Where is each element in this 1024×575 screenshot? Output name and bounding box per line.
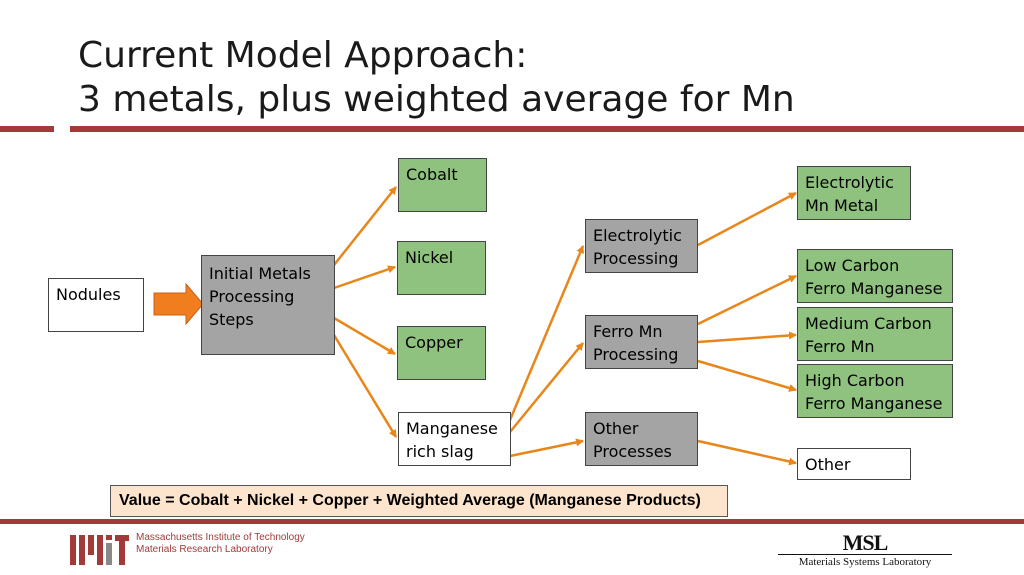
title-rule-right bbox=[70, 126, 1024, 132]
arrow-to-nickel bbox=[333, 265, 396, 290]
arrow-to-ferro-mn-processing bbox=[509, 342, 584, 433]
other-processes-box: Other Processes bbox=[585, 412, 698, 466]
high-carbon-box: High Carbon Ferro Manganese bbox=[797, 364, 953, 418]
electrolytic-processing-box: Electrolytic Processing bbox=[585, 219, 698, 273]
arrow-to-copper bbox=[333, 316, 396, 356]
mit-name: Massachusetts Institute of Technology bbox=[136, 532, 305, 543]
low-carbon-box: Low Carbon Ferro Manganese bbox=[797, 249, 953, 303]
title-rule-left bbox=[0, 126, 54, 132]
mrl-name: Materials Research Laboratory bbox=[136, 544, 273, 555]
arrow-to-mn-slag bbox=[332, 334, 398, 438]
nickel-box: Nickel bbox=[397, 241, 486, 295]
msl-divider bbox=[778, 554, 952, 555]
medium-carbon-box: Medium Carbon Ferro Mn bbox=[797, 307, 953, 361]
mit-logo-icon bbox=[70, 535, 129, 565]
arrow-to-medium-carbon bbox=[697, 331, 797, 344]
arrow-to-electrolytic-processing bbox=[508, 245, 585, 421]
other-box: Other bbox=[797, 448, 911, 480]
nodules-box: Nodules bbox=[48, 278, 144, 332]
title-line-1: Current Model Approach: bbox=[78, 35, 528, 76]
arrow-to-low-carbon bbox=[697, 274, 797, 326]
footer-rule bbox=[0, 519, 1024, 524]
initial-processing-box: Initial Metals Processing Steps bbox=[201, 255, 335, 355]
arrow-to-other-processes bbox=[509, 438, 584, 458]
manganese-slag-box: Manganese rich slag bbox=[398, 412, 511, 466]
msl-caption: Materials Systems Laboratory bbox=[798, 556, 932, 568]
arrow-to-cobalt bbox=[333, 186, 397, 266]
mit-text: Massachusetts Institute of Technology Ma… bbox=[136, 532, 305, 556]
cobalt-box: Cobalt bbox=[398, 158, 487, 212]
msl-logo: MSL Materials Systems Laboratory bbox=[778, 532, 952, 569]
arrow-to-other bbox=[697, 439, 797, 466]
copper-box: Copper bbox=[397, 326, 486, 380]
arrow-to-high-carbon bbox=[697, 359, 797, 392]
ferro-mn-processing-box: Ferro Mn Processing bbox=[585, 315, 698, 369]
msl-mark: MSL bbox=[842, 530, 889, 555]
block-arrow bbox=[153, 282, 204, 326]
value-formula: Value = Cobalt + Nickel + Copper + Weigh… bbox=[110, 485, 728, 517]
arrow-to-electrolytic-mn-metal bbox=[697, 191, 797, 247]
slide-title: Current Model Approach: 3 metals, plus w… bbox=[78, 34, 795, 122]
title-line-2: 3 metals, plus weighted average for Mn bbox=[78, 79, 795, 120]
electrolytic-mn-metal-box: Electrolytic Mn Metal bbox=[797, 166, 911, 220]
